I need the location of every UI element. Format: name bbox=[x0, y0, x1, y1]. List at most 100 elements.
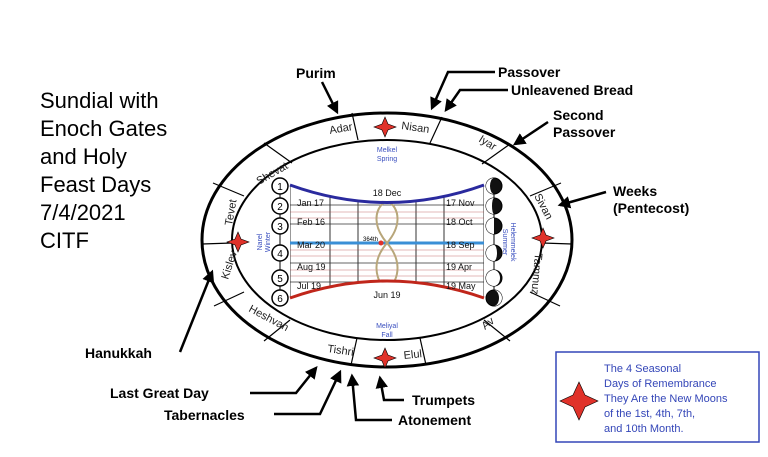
left-date-4: Aug 19 bbox=[297, 262, 326, 272]
moon-phase-icon bbox=[485, 289, 503, 307]
title-line-1: Sundial with bbox=[40, 88, 159, 113]
right-date-1: 17 Nov bbox=[446, 198, 475, 208]
month-nisan: Nisan bbox=[401, 120, 431, 136]
left-date-3: Mar 20 bbox=[297, 240, 325, 250]
moon-phase-column bbox=[485, 177, 503, 307]
arrow-icon bbox=[250, 366, 318, 395]
feast-weeks-line2: (Pentecost) bbox=[613, 200, 689, 216]
svg-text:1: 1 bbox=[277, 182, 283, 193]
month-adar: Adar bbox=[328, 121, 353, 137]
right-date-4: 19 Apr bbox=[446, 262, 472, 272]
feast-tabernacles: Tabernacles bbox=[164, 407, 245, 423]
four-point-star-icon bbox=[226, 231, 250, 253]
outer-ring bbox=[200, 111, 574, 369]
season-winter: Winter bbox=[265, 231, 272, 252]
gate-column: 1 2 3 4 5 6 bbox=[271, 177, 289, 307]
arrow-icon bbox=[557, 190, 607, 209]
legend-line-5: and 10th Month. bbox=[604, 423, 684, 435]
season-summer-name: Helemmelek bbox=[509, 223, 516, 262]
title-line-4: Feast Days bbox=[40, 172, 151, 197]
right-dates: 17 Nov 18 Oct 18 Sep 19 Apr 19 May bbox=[446, 198, 476, 291]
season-fall-name: Meliyal bbox=[376, 323, 398, 330]
day-marker-label: 364th bbox=[363, 237, 378, 243]
gate-3: 3 bbox=[271, 217, 289, 235]
feast-unleavened-bread: Unleavened Bread bbox=[511, 82, 633, 98]
feast-trumpets: Trumpets bbox=[412, 392, 475, 408]
bottom-solstice-date: Jun 19 bbox=[373, 290, 400, 300]
legend-line-2: Days of Remembrance bbox=[604, 378, 717, 390]
svg-text:2: 2 bbox=[277, 202, 283, 213]
feast-arrows bbox=[178, 70, 607, 422]
four-point-star-icon bbox=[531, 227, 555, 249]
feast-purim: Purim bbox=[296, 65, 336, 81]
feast-weeks-line1: Weeks bbox=[613, 183, 657, 199]
legend-line-4: of the 1st, 4th, 7th, bbox=[604, 408, 695, 420]
svg-text:6: 6 bbox=[277, 294, 283, 305]
winter-solstice-curve bbox=[289, 183, 485, 204]
moon-phase-icon bbox=[485, 217, 503, 235]
arrow-icon bbox=[430, 70, 495, 111]
title-line-3: and Holy bbox=[40, 144, 127, 169]
month-elul: Elul bbox=[403, 348, 422, 362]
feast-hanukkah: Hanukkah bbox=[85, 345, 152, 361]
left-dates: Jan 17 Feb 16 Mar 20 Aug 19 Jul 19 bbox=[297, 198, 326, 291]
season-fall: Fall bbox=[381, 332, 393, 339]
left-date-1: Jan 17 bbox=[297, 198, 324, 208]
title-line-2: Enoch Gates bbox=[40, 116, 167, 141]
left-date-5: Jul 19 bbox=[297, 281, 321, 291]
svg-text:4: 4 bbox=[277, 249, 283, 260]
four-point-star-icon bbox=[559, 381, 599, 421]
month-sivan: Sivan bbox=[531, 192, 555, 222]
left-date-2: Feb 16 bbox=[297, 217, 325, 227]
legend-line-3: They Are the New Moons bbox=[604, 393, 728, 405]
gate-5: 5 bbox=[271, 269, 289, 287]
right-date-5: 19 May bbox=[446, 281, 476, 291]
title-line-6: CITF bbox=[40, 228, 89, 253]
remembrance-stars bbox=[226, 116, 555, 369]
moon-phase-icon bbox=[485, 269, 503, 287]
month-tishri: Tishri bbox=[327, 343, 355, 359]
gate-6: 6 bbox=[271, 289, 289, 307]
arrow-icon bbox=[375, 375, 404, 402]
season-labels: Melkel Spring Meliyal Fall Narel Winter … bbox=[257, 147, 516, 339]
arrow-icon bbox=[346, 373, 392, 422]
gate-1: 1 bbox=[271, 177, 289, 195]
feast-labels: Purim Passover Unleavened Bread Second P… bbox=[85, 64, 689, 428]
month-av: Av bbox=[479, 315, 497, 333]
feast-atonement: Atonement bbox=[398, 412, 471, 428]
top-solstice-date: 18 Dec bbox=[373, 188, 402, 198]
season-spring: Spring bbox=[377, 156, 397, 163]
arrow-icon bbox=[320, 81, 339, 115]
svg-text:3: 3 bbox=[277, 222, 283, 233]
moon-phase-icon bbox=[485, 197, 503, 215]
right-date-3: 18 Sep bbox=[446, 240, 475, 250]
right-date-2: 18 Oct bbox=[446, 217, 473, 227]
sun-marker bbox=[378, 240, 384, 246]
legend-line-1: The 4 Seasonal bbox=[604, 363, 681, 375]
gate-4: 4 bbox=[271, 244, 289, 262]
feast-second-passover-line1: Second bbox=[553, 107, 604, 123]
four-point-star-icon bbox=[373, 116, 397, 138]
four-point-star-icon bbox=[373, 347, 397, 369]
legend: The 4 Seasonal Days of Remembrance They … bbox=[555, 351, 760, 443]
month-dividers bbox=[201, 112, 573, 366]
gate-2: 2 bbox=[271, 197, 289, 215]
season-spring-name: Melkel bbox=[377, 147, 398, 154]
feast-last-great-day: Last Great Day bbox=[110, 385, 209, 401]
arrow-icon bbox=[178, 269, 215, 353]
month-tevet: Tevet bbox=[223, 199, 239, 227]
feast-passover: Passover bbox=[498, 64, 561, 80]
season-summer: Summer bbox=[501, 229, 508, 256]
moon-phase-icon bbox=[485, 177, 503, 195]
arrow-icon bbox=[274, 369, 342, 416]
arrow-icon bbox=[512, 120, 549, 146]
title-line-5: 7/4/2021 bbox=[40, 200, 126, 225]
title: Sundial with Enoch Gates and Holy Feast … bbox=[40, 88, 167, 253]
summer-solstice-curve bbox=[289, 279, 485, 300]
feast-second-passover-line2: Passover bbox=[553, 124, 616, 140]
svg-text:5: 5 bbox=[277, 274, 283, 285]
arrow-icon bbox=[444, 88, 508, 113]
season-winter-name: Narel bbox=[257, 233, 264, 250]
month-tammuz: Tammuz bbox=[528, 253, 544, 295]
